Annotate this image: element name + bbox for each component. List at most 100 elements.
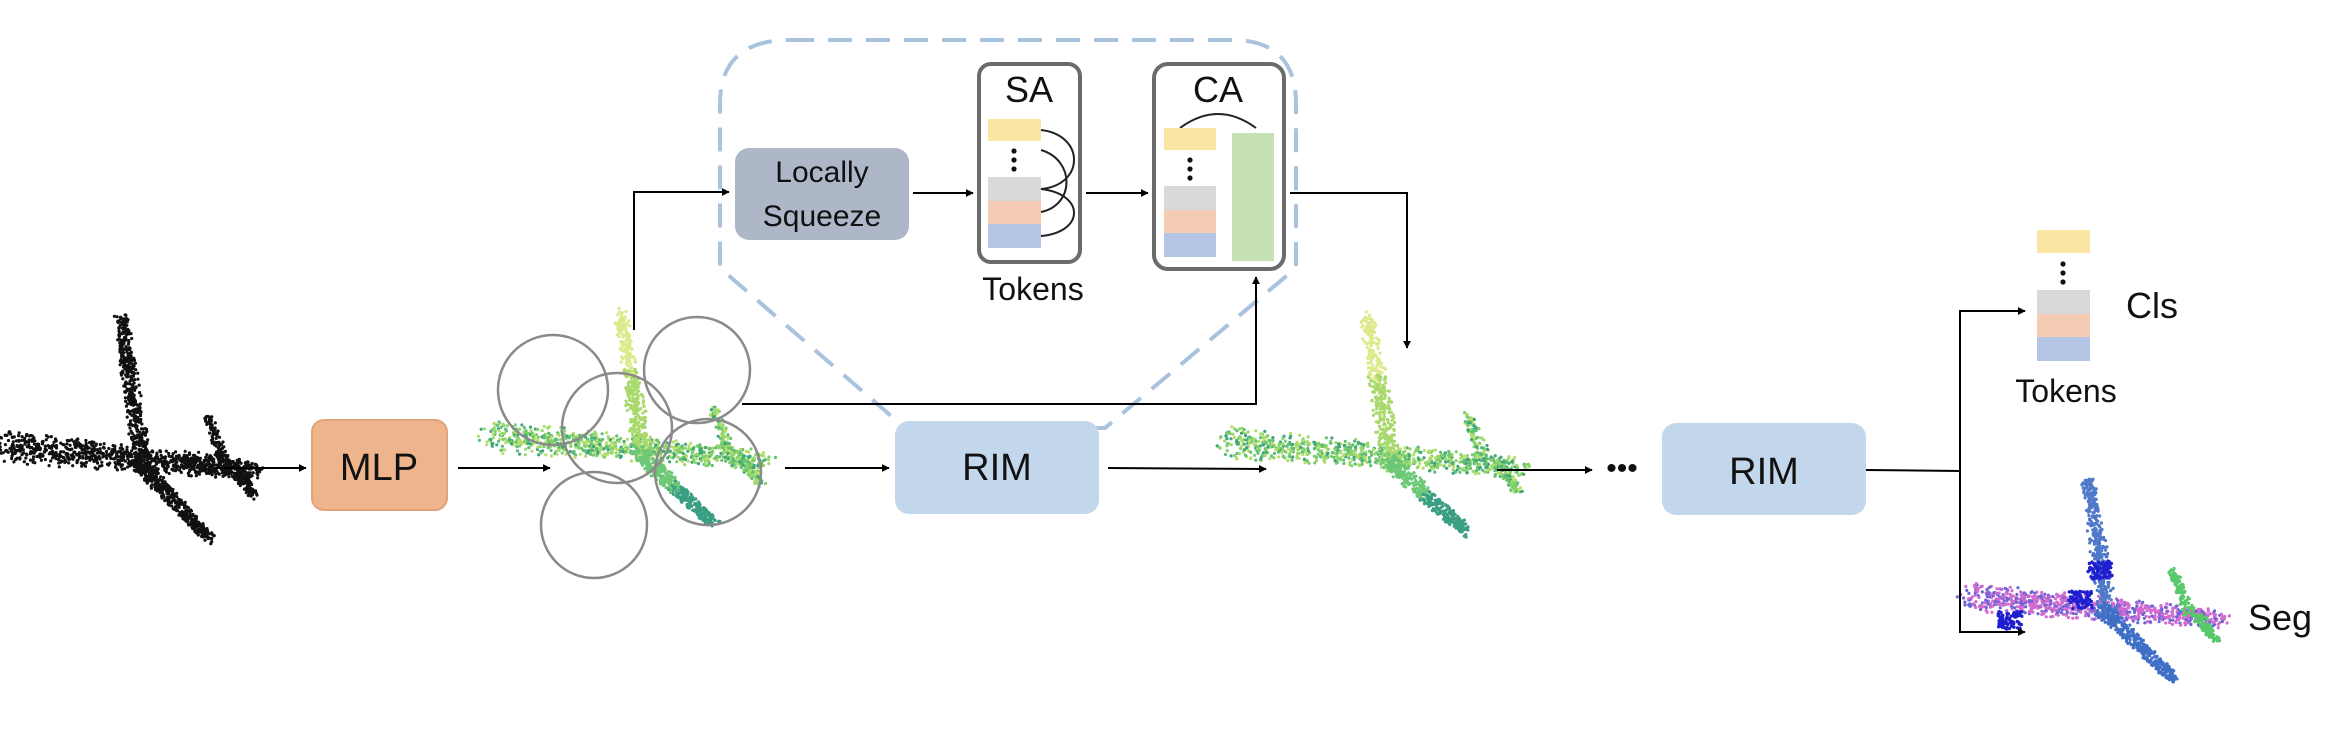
point [125,415,129,419]
point [137,444,142,448]
point [645,444,649,448]
point [609,438,613,442]
point [497,420,501,424]
point [635,408,639,412]
point [90,454,94,458]
point [219,443,223,447]
point [591,445,596,449]
point [1454,450,1458,454]
point [4,448,8,453]
point [129,354,133,358]
point [517,439,521,443]
point [182,458,186,462]
point [197,527,201,531]
point [208,416,212,420]
point [137,403,141,407]
point [1363,315,1368,319]
point [117,450,121,454]
point [130,413,134,417]
point [1281,448,1285,452]
point [1412,453,1416,457]
point [54,450,58,455]
point [1286,459,1290,463]
point [105,462,110,466]
point [145,481,149,485]
point [717,422,721,427]
grouped-point-cloud [476,306,778,528]
point [183,449,187,453]
point [1342,461,1346,466]
point [190,517,194,521]
point [235,478,239,482]
point [12,446,16,450]
point [492,426,496,430]
point [618,347,622,351]
point [113,450,117,454]
point [193,453,197,458]
point [1444,460,1448,464]
point [135,459,139,463]
point [1363,455,1368,459]
point [217,463,221,467]
point [671,440,675,444]
point [1261,443,1266,447]
point [20,438,24,442]
point [123,328,128,332]
point [691,455,695,459]
point [215,434,219,438]
point [1403,446,1407,450]
point [536,445,540,449]
point [767,455,771,459]
point [599,445,603,449]
point [131,374,135,378]
point [504,441,508,445]
point [627,396,632,400]
point [64,445,68,449]
point [1388,407,1392,411]
point [1231,432,1235,436]
point [218,455,222,459]
point [1448,463,1452,467]
point [1369,464,1373,468]
point [1268,457,1272,461]
point [130,378,134,382]
point [150,479,154,483]
point [187,474,191,478]
point [1382,421,1386,426]
point [1253,453,1257,457]
point [159,453,163,457]
point [121,327,125,331]
point [118,363,122,367]
point [1387,396,1391,400]
point [185,454,189,458]
point [1452,464,1456,469]
point [125,349,129,354]
point [228,468,232,472]
point [1377,447,1381,451]
point [756,464,760,468]
point [153,485,157,489]
point [590,439,594,443]
point [1373,321,1377,325]
point [239,461,243,465]
point [149,484,153,488]
point [755,471,759,475]
point [695,452,699,456]
point [729,446,733,451]
point [627,333,632,337]
point [556,433,560,437]
point [174,450,178,454]
point [1313,442,1317,446]
point [113,447,117,451]
point [31,447,35,451]
point [637,451,641,455]
point [697,516,701,520]
point [477,438,481,442]
point [1215,444,1219,448]
point [134,420,138,424]
point [95,448,99,452]
point [542,424,546,428]
point [732,448,736,453]
point [119,316,123,320]
